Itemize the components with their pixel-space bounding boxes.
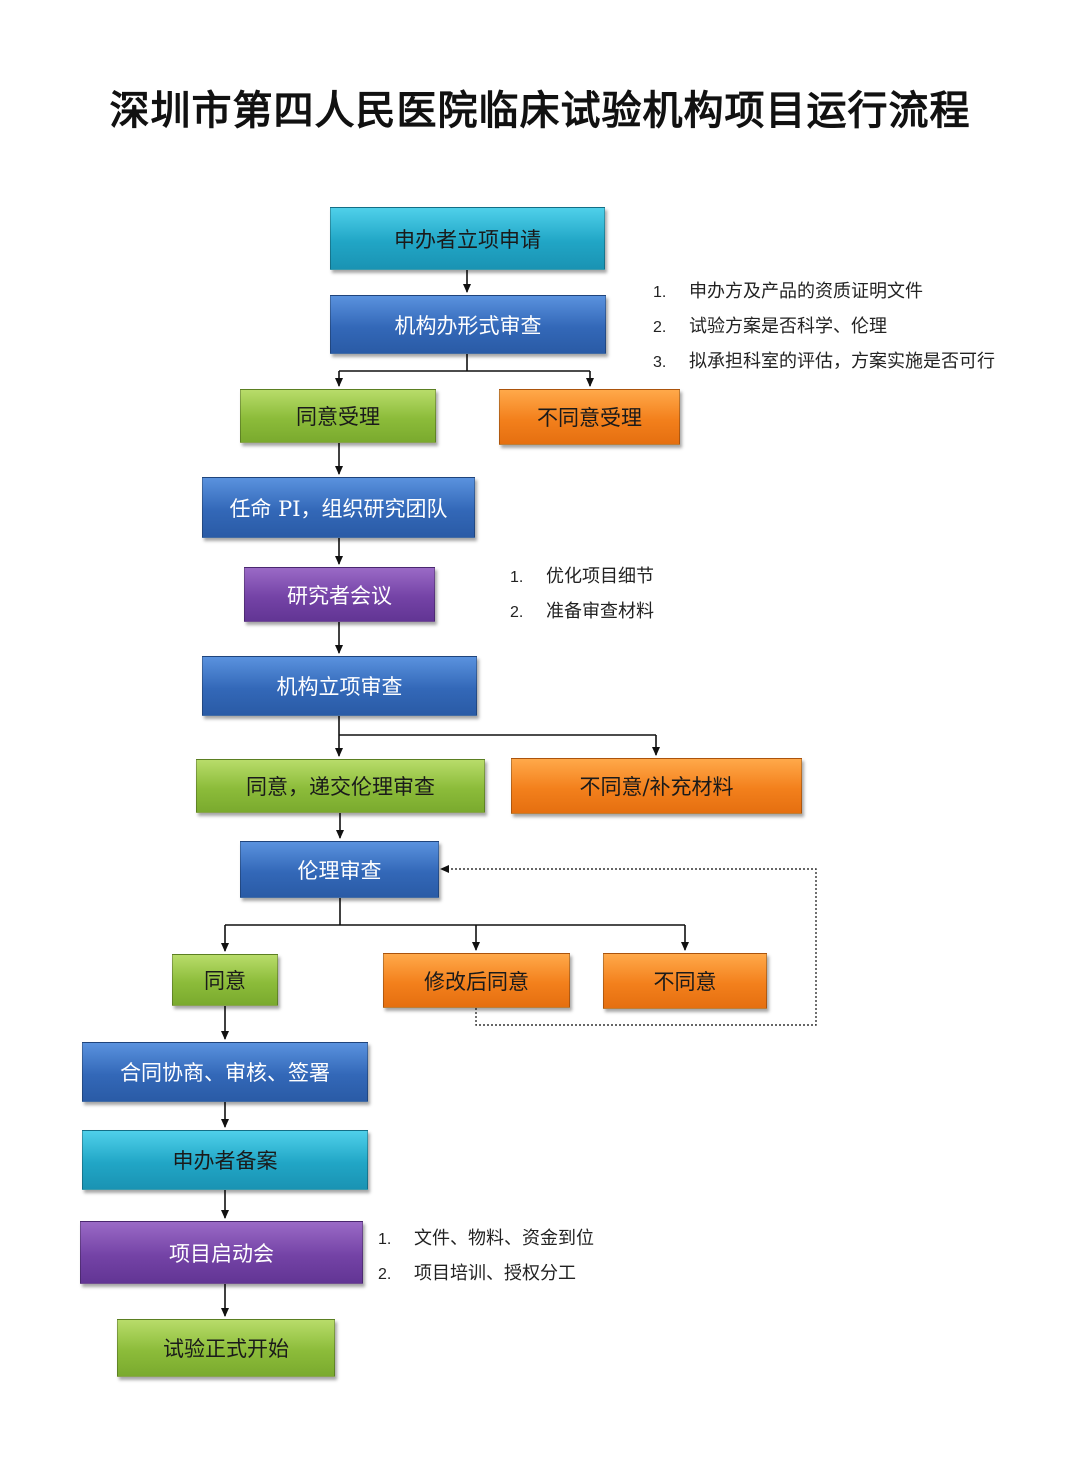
note-text: 申办方及产品的资质证明文件	[689, 281, 923, 302]
node-agree-submit-ethics: 同意，递交伦理审查	[196, 759, 485, 813]
note-text: 准备审查材料	[546, 601, 654, 622]
note-kickoff: 1. 文件、物料、资金到位 2. 项目培训、授权分工	[378, 1221, 594, 1291]
node-label: 不同意	[653, 970, 717, 994]
node-contract: 合同协商、审核、签署	[82, 1042, 368, 1102]
note-number: 2.	[378, 1266, 392, 1283]
note-number: 1.	[653, 284, 667, 301]
note-text: 文件、物料、资金到位	[414, 1228, 594, 1249]
node-label: 同意，递交伦理审查	[246, 775, 435, 799]
node-label: 同意受理	[296, 405, 380, 429]
node-ethics-review: 伦理审查	[240, 841, 439, 898]
node-accept: 同意受理	[240, 389, 436, 443]
node-trial-start: 试验正式开始	[117, 1319, 335, 1377]
note-item: 2. 项目培训、授权分工	[378, 1256, 594, 1291]
node-disagree-supplement: 不同意/补充材料	[511, 758, 802, 814]
node-label: 任命 PI，组织研究团队	[229, 496, 448, 521]
note-item: 2. 试验方案是否科学、伦理	[653, 309, 995, 344]
note-item: 1. 优化项目细节	[510, 559, 654, 594]
note-formal-review: 1. 申办方及产品的资质证明文件 2. 试验方案是否科学、伦理 3. 拟承担科室的评估…	[653, 274, 995, 379]
note-number: 3.	[653, 354, 667, 371]
node-appoint-pi: 任命 PI，组织研究团队	[202, 477, 475, 538]
node-label: 申办者备案	[172, 1149, 278, 1173]
node-agree: 同意	[172, 954, 278, 1006]
note-item: 3. 拟承担科室的评估，方案实施是否可行	[653, 344, 995, 379]
note-item: 1. 文件、物料、资金到位	[378, 1221, 594, 1256]
node-formal-review: 机构办形式审查	[330, 295, 606, 354]
note-number: 1.	[510, 569, 524, 586]
node-kickoff: 项目启动会	[80, 1221, 363, 1284]
node-label: 研究者会议	[287, 583, 392, 608]
node-label: 合同协商、审核、签署	[120, 1061, 330, 1085]
note-number: 2.	[510, 604, 524, 621]
node-sponsor-apply: 申办者立项申请	[330, 207, 605, 270]
node-sponsor-filing: 申办者备案	[82, 1130, 368, 1190]
page-title: 深圳市第四人民医院临床试验机构项目运行流程	[109, 88, 971, 134]
note-text: 拟承担科室的评估，方案实施是否可行	[689, 351, 995, 372]
feedback-arrowhead	[440, 865, 449, 873]
node-reject-accept: 不同意受理	[499, 389, 680, 445]
node-label: 修改后同意	[424, 969, 529, 994]
note-item: 1. 申办方及产品的资质证明文件	[653, 274, 995, 309]
node-label: 同意	[204, 969, 246, 993]
note-number: 1.	[378, 1231, 392, 1248]
node-label: 不同意/补充材料	[579, 775, 734, 799]
node-label: 机构立项审查	[276, 675, 403, 699]
note-text: 项目培训、授权分工	[414, 1263, 576, 1284]
node-label: 伦理审查	[297, 858, 382, 883]
node-investigator-meeting: 研究者会议	[244, 567, 435, 622]
node-label: 机构办形式审查	[394, 313, 542, 338]
node-label: 项目启动会	[169, 1241, 274, 1266]
node-label: 不同意受理	[537, 406, 642, 430]
note-text: 优化项目细节	[546, 566, 654, 587]
note-investigator-meeting: 1. 优化项目细节 2. 准备审查材料	[510, 559, 654, 629]
node-disagree: 不同意	[603, 953, 767, 1009]
note-item: 2. 准备审查材料	[510, 594, 654, 629]
node-label: 申办者立项申请	[394, 227, 541, 252]
feedback-loop-dotted	[444, 868, 817, 1026]
note-text: 试验方案是否科学、伦理	[689, 316, 887, 337]
node-project-review: 机构立项审查	[202, 656, 477, 716]
node-agree-after-modify: 修改后同意	[383, 953, 570, 1008]
node-label: 试验正式开始	[163, 1337, 289, 1361]
note-number: 2.	[653, 319, 667, 336]
